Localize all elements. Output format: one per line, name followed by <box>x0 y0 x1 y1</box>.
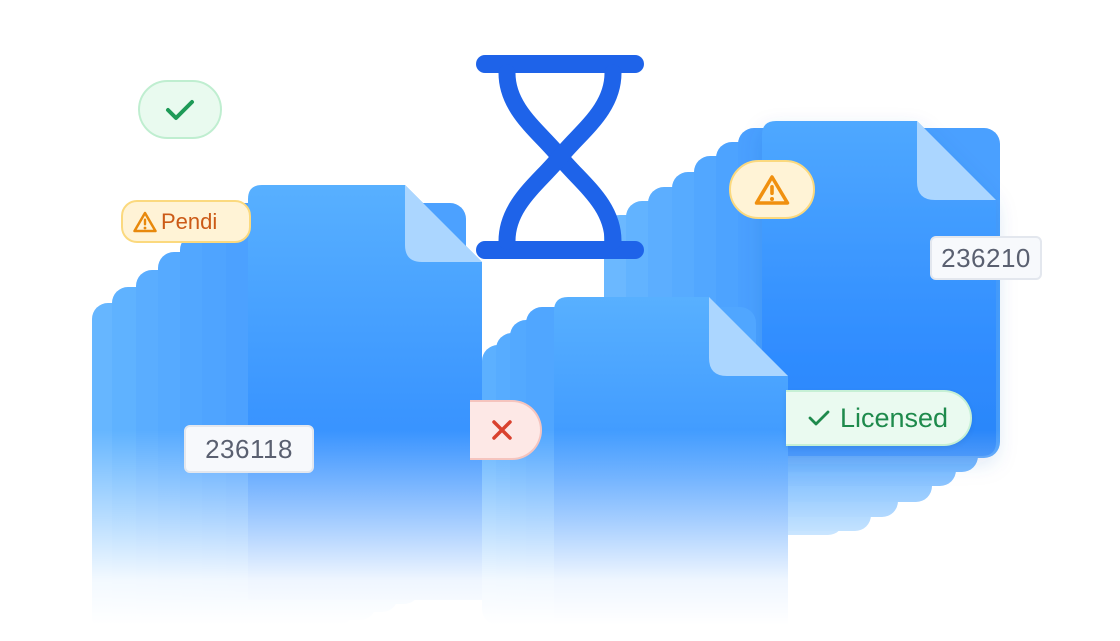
id-badge-right-label: 236210 <box>941 242 1031 273</box>
check-badge <box>138 80 222 139</box>
id-badge-left: 236118 <box>184 425 314 473</box>
id-badge-right: 236210 <box>930 236 1042 280</box>
pending-badge: Pendi <box>121 200 251 243</box>
id-badge-left-label: 236118 <box>205 433 293 464</box>
left-stack-layers <box>92 185 482 633</box>
close-icon <box>492 420 512 440</box>
middle-stack-layers <box>482 297 788 630</box>
licensed-label: Licensed <box>839 402 949 433</box>
check-icon <box>808 410 830 426</box>
check-icon <box>166 99 194 120</box>
pending-label: Pendi <box>161 208 218 234</box>
hourglass-icon <box>476 55 644 259</box>
error-badge <box>470 400 542 460</box>
warning-icon <box>133 211 157 232</box>
warning-icon <box>754 174 790 205</box>
warning-badge <box>729 160 815 219</box>
licensed-badge: Licensed <box>786 390 972 446</box>
